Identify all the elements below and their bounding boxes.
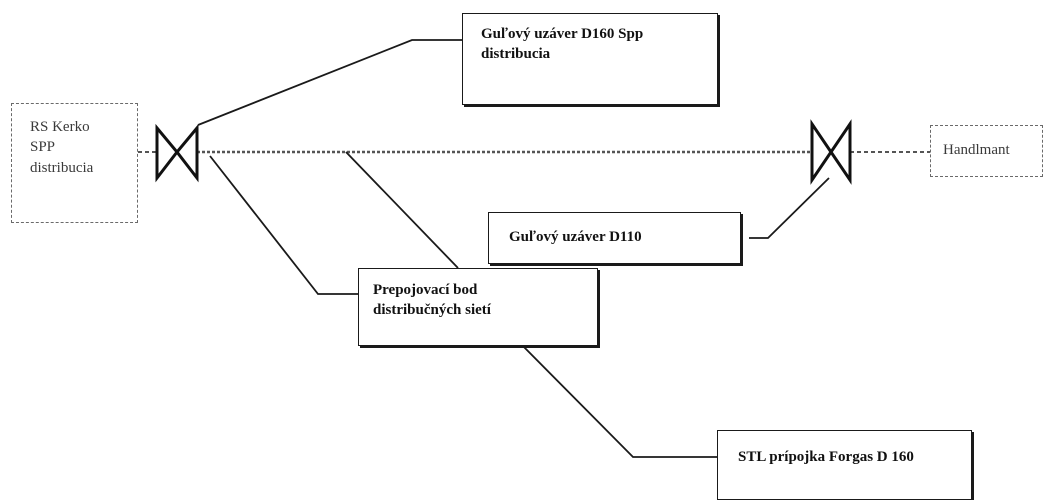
interconnection-line-2: distribučných sietí <box>373 302 491 319</box>
handlmant-box: Handlmant <box>930 125 1043 177</box>
rs-kerko-line-2: SPP <box>30 139 56 156</box>
valve-d110-label-box: Guľový uzáver D110 <box>488 212 741 264</box>
interconnection-point-box: Prepojovací bod distribučných sietí <box>358 268 598 346</box>
handlmant-label: Handlmant <box>943 142 1010 158</box>
leader-valve-d160 <box>197 39 462 126</box>
valve-d160-line-2: distribucia <box>481 46 551 63</box>
stl-pipe-connection-box: STL prípojka Forgas D 160 <box>717 430 972 500</box>
valve-left-icon <box>155 123 199 183</box>
rs-kerko-line-1: RS Kerko <box>30 119 90 135</box>
leader-stl-pipe <box>516 339 717 458</box>
leader-interconnection-top <box>345 151 459 269</box>
valve-d160-label-box: Guľový uzáver D160 Spp distribucia <box>462 13 718 105</box>
rs-kerko-line-3: distribucia <box>30 159 94 176</box>
leader-valve-d110 <box>749 177 830 239</box>
valve-d110-label: Guľový uzáver D110 <box>509 229 642 245</box>
stl-pipe-label: STL prípojka Forgas D 160 <box>738 449 914 465</box>
valve-right-icon <box>810 119 852 185</box>
interconnection-line-1: Prepojovací bod <box>373 282 478 298</box>
rs-kerko-station-box: RS Kerko SPP distribucia <box>11 103 138 223</box>
leader-interconnection-left <box>209 155 358 295</box>
valve-d160-line-1: Guľový uzáver D160 Spp <box>481 26 644 42</box>
